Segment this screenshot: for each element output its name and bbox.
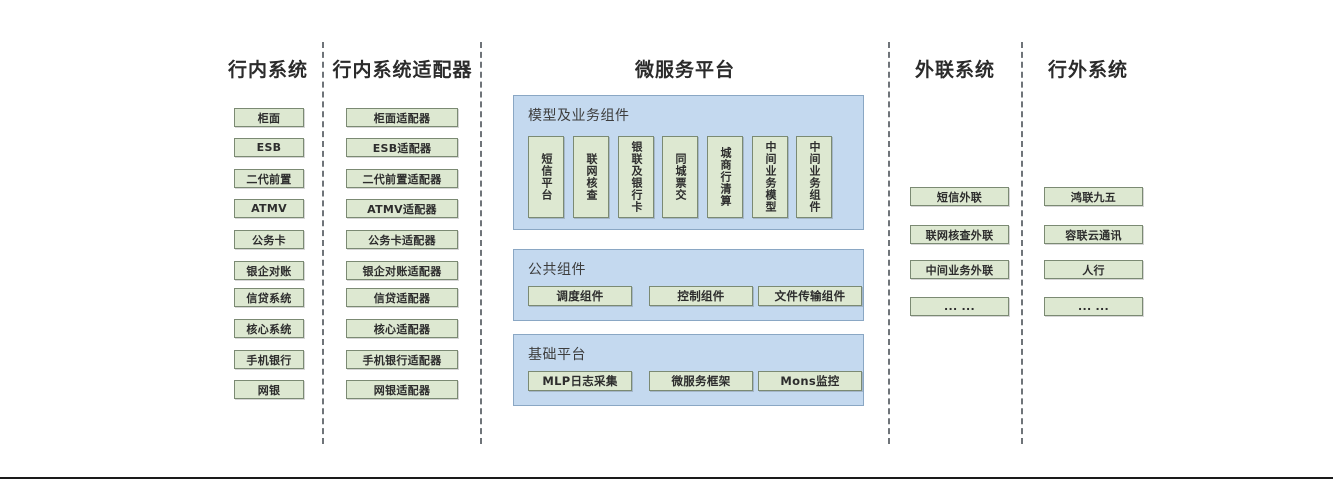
node-internal-system[interactable]: 网银 xyxy=(234,380,304,399)
node-internal-system[interactable]: 核心系统 xyxy=(234,319,304,338)
node-internal-adapter[interactable]: 银企对账适配器 xyxy=(346,261,458,280)
divider-external-outside xyxy=(1021,42,1023,444)
node-model-component[interactable]: 银联及银行卡 xyxy=(618,136,654,218)
column-title-microservice-platform: 微服务平台 xyxy=(634,59,735,81)
panel-title-public-components: 公共组件 xyxy=(528,262,586,278)
node-outside-bank-system[interactable]: ... ... xyxy=(1044,297,1143,316)
node-internal-adapter[interactable]: 网银适配器 xyxy=(346,380,458,399)
node-model-component[interactable]: 中间业务模型 xyxy=(752,136,788,218)
column-title-outside-bank: 行外系统 xyxy=(1047,59,1128,81)
node-internal-adapter[interactable]: 手机银行适配器 xyxy=(346,350,458,369)
node-internal-system[interactable]: 公务卡 xyxy=(234,230,304,249)
node-model-component[interactable]: 短信平台 xyxy=(528,136,564,218)
panel-title-model-business-components: 模型及业务组件 xyxy=(528,108,630,124)
node-model-component[interactable]: 城商行清算 xyxy=(707,136,743,218)
node-internal-adapter[interactable]: ESB适配器 xyxy=(346,138,458,157)
node-external-liaison[interactable]: 联网核查外联 xyxy=(910,225,1009,244)
node-base-platform-component[interactable]: MLP日志采集 xyxy=(528,371,632,391)
node-internal-system[interactable]: 手机银行 xyxy=(234,350,304,369)
node-internal-system[interactable]: 信贷系统 xyxy=(234,288,304,307)
node-public-component[interactable]: 调度组件 xyxy=(528,286,632,306)
node-internal-system[interactable]: ATMV xyxy=(234,199,304,218)
node-internal-system[interactable]: ESB xyxy=(234,138,304,157)
node-internal-system[interactable]: 柜面 xyxy=(234,108,304,127)
node-internal-adapter[interactable]: 柜面适配器 xyxy=(346,108,458,127)
column-title-internal-systems: 行内系统 xyxy=(227,59,308,81)
node-external-liaison[interactable]: ... ... xyxy=(910,297,1009,316)
node-model-component[interactable]: 联网核查 xyxy=(573,136,609,218)
node-base-platform-component[interactable]: 微服务框架 xyxy=(649,371,753,391)
node-public-component[interactable]: 文件传输组件 xyxy=(758,286,862,306)
divider-col1-col2 xyxy=(322,42,324,444)
divider-platform-external xyxy=(888,42,890,444)
node-public-component[interactable]: 控制组件 xyxy=(649,286,753,306)
node-external-liaison[interactable]: 中间业务外联 xyxy=(910,260,1009,279)
page-bottom-rule xyxy=(0,477,1333,479)
divider-col2-platform xyxy=(480,42,482,444)
node-model-component[interactable]: 同城票交 xyxy=(662,136,698,218)
panel-title-base-platform: 基础平台 xyxy=(528,347,586,363)
panel-base-platform: 基础平台 xyxy=(513,334,864,406)
node-internal-adapter[interactable]: 公务卡适配器 xyxy=(346,230,458,249)
node-internal-adapter[interactable]: 信贷适配器 xyxy=(346,288,458,307)
column-title-external-liaison: 外联系统 xyxy=(914,59,995,81)
node-outside-bank-system[interactable]: 容联云通讯 xyxy=(1044,225,1143,244)
node-outside-bank-system[interactable]: 人行 xyxy=(1044,260,1143,279)
node-internal-adapter[interactable]: 二代前置适配器 xyxy=(346,169,458,188)
node-external-liaison[interactable]: 短信外联 xyxy=(910,187,1009,206)
node-base-platform-component[interactable]: Mons监控 xyxy=(758,371,862,391)
node-internal-adapter[interactable]: ATMV适配器 xyxy=(346,199,458,218)
panel-public-components: 公共组件 xyxy=(513,249,864,321)
node-internal-system[interactable]: 二代前置 xyxy=(234,169,304,188)
node-internal-adapter[interactable]: 核心适配器 xyxy=(346,319,458,338)
node-outside-bank-system[interactable]: 鸿联九五 xyxy=(1044,187,1143,206)
column-title-internal-adapters: 行内系统适配器 xyxy=(332,59,473,81)
node-internal-system[interactable]: 银企对账 xyxy=(234,261,304,280)
node-model-component[interactable]: 中间业务组件 xyxy=(796,136,832,218)
